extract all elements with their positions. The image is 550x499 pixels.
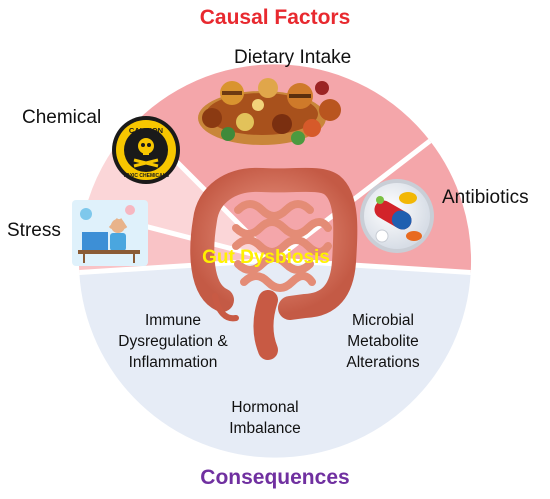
cause-label-stress: Stress [7,220,61,241]
pills-capsules-image [360,179,434,253]
title-causal-factors: Causal Factors [199,6,351,29]
consequence-microbial-metabolite: Microbial Metabolite Alterations [346,312,420,371]
center-label-gut-dysbiosis: Gut Dysbiosis [202,247,330,268]
consequences-sector [79,260,471,458]
food-platter-image [198,78,341,145]
intestine-illustration [190,167,358,360]
toxic-chemicals-label: TOXIC CHEMICALS [123,173,170,179]
cause-label-chemical: Chemical [22,107,102,128]
cause-label-antibiotics: Antibiotics [442,187,529,208]
caution-label: CAUTION [129,126,163,135]
consequence-hormonal-imbalance: Hormonal Imbalance [229,399,301,437]
consequence-immune-dysregulation: Immune Dysregulation & Inflammation [118,312,228,371]
title-consequences: Consequences [200,466,350,489]
cause-label-dietary-intake: Dietary Intake [234,47,352,68]
toxic-chemical-sign: CAUTION TOXIC CHEMICALS [112,116,180,184]
stressed-worker-image [72,200,148,266]
